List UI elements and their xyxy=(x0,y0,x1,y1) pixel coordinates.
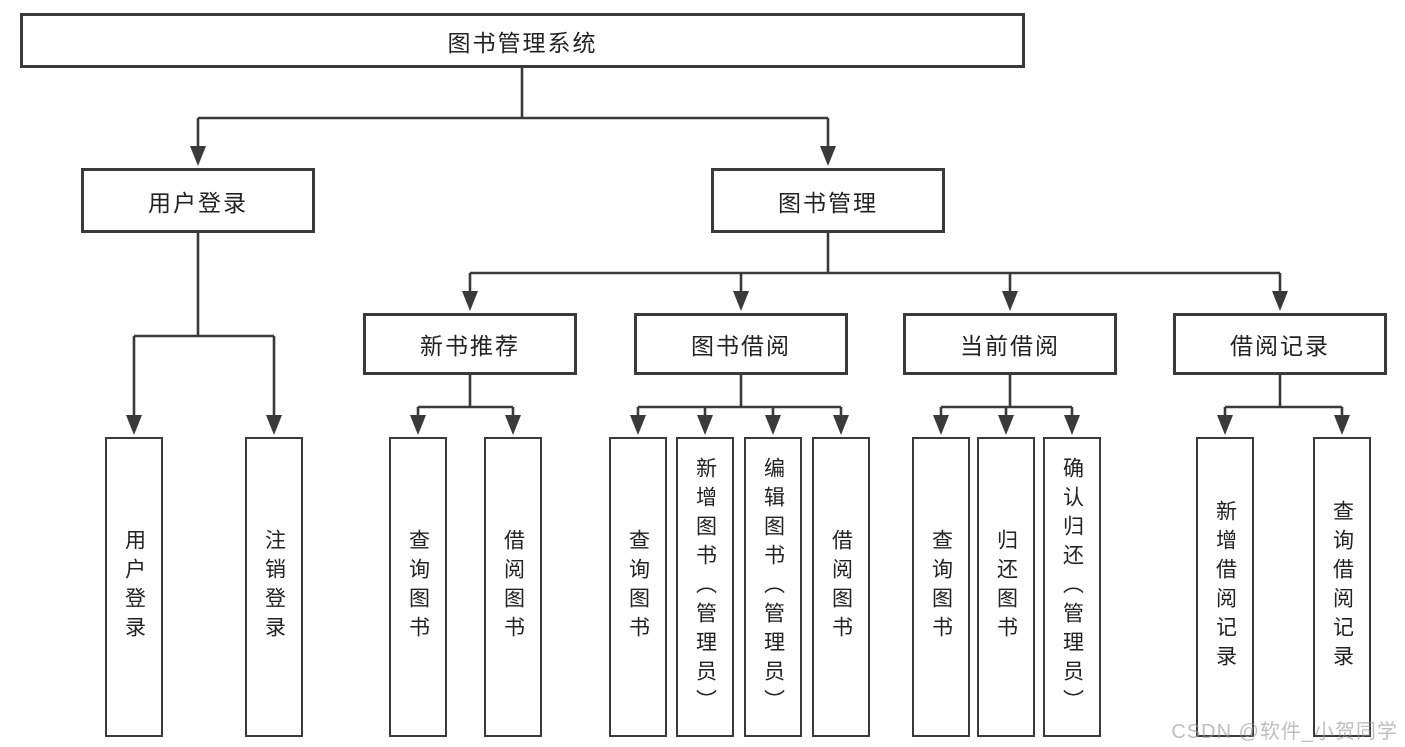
leaf-add-books-admin: 新增图书（管理员） xyxy=(676,437,734,737)
node-book-borrowing-label: 图书借阅 xyxy=(691,333,791,359)
leaf-add-borrow-record: 新增借阅记录 xyxy=(1196,437,1254,737)
node-book-management-label: 图书管理 xyxy=(778,189,878,216)
connector-segments xyxy=(132,68,1344,420)
leaf-query-books-recommend-label: 查询图书 xyxy=(406,529,430,645)
node-book-borrowing: 图书借阅 xyxy=(634,313,848,375)
leaf-query-books-recommend: 查询图书 xyxy=(389,437,447,737)
node-current-borrowing: 当前借阅 xyxy=(903,313,1117,375)
node-user-login: 用户登录 xyxy=(81,168,315,233)
leaf-borrow-books: 借阅图书 xyxy=(812,437,870,737)
node-new-book-recommendation: 新书推荐 xyxy=(363,313,577,375)
leaf-add-borrow-record-label: 新增借阅记录 xyxy=(1213,500,1237,674)
leaf-user-login: 用户登录 xyxy=(105,437,163,737)
node-borrowing-records-label: 借阅记录 xyxy=(1230,333,1330,359)
leaf-return-books-label: 归还图书 xyxy=(994,529,1018,645)
leaf-logout-login-label: 注销登录 xyxy=(262,529,286,645)
leaf-borrow-books-recommend-label: 借阅图书 xyxy=(501,529,525,645)
leaf-edit-books-admin-label: 编辑图书（管理员） xyxy=(761,456,785,718)
node-root: 图书管理系统 xyxy=(20,13,1025,68)
leaf-borrow-books-recommend: 借阅图书 xyxy=(484,437,542,737)
leaf-add-books-admin-label: 新增图书（管理员） xyxy=(693,456,717,718)
leaf-return-books: 归还图书 xyxy=(977,437,1035,737)
leaf-confirm-return-admin-label: 确认归还（管理员） xyxy=(1060,456,1084,718)
leaf-query-books-current-label: 查询图书 xyxy=(929,529,953,645)
node-user-login-label: 用户登录 xyxy=(148,189,248,216)
node-new-book-recommendation-label: 新书推荐 xyxy=(420,333,520,359)
leaf-query-borrow-record: 查询借阅记录 xyxy=(1313,437,1371,737)
node-root-label: 图书管理系统 xyxy=(447,29,598,56)
node-book-management: 图书管理 xyxy=(711,168,945,233)
node-current-borrowing-label: 当前借阅 xyxy=(960,333,1060,359)
leaf-confirm-return-admin: 确认归还（管理员） xyxy=(1043,437,1101,737)
leaf-query-borrow-record-label: 查询借阅记录 xyxy=(1330,500,1354,674)
node-borrowing-records: 借阅记录 xyxy=(1173,313,1387,375)
leaf-logout-login: 注销登录 xyxy=(245,437,303,737)
leaf-borrow-books-label: 借阅图书 xyxy=(829,529,853,645)
leaf-query-books-borrow: 查询图书 xyxy=(609,437,667,737)
leaf-query-books-current: 查询图书 xyxy=(912,437,970,737)
leaf-user-login-label: 用户登录 xyxy=(122,529,146,645)
watermark-text: CSDN @软件_小贺同学 xyxy=(1171,721,1398,743)
leaf-query-books-borrow-label: 查询图书 xyxy=(626,529,650,645)
leaf-edit-books-admin: 编辑图书（管理员） xyxy=(744,437,802,737)
